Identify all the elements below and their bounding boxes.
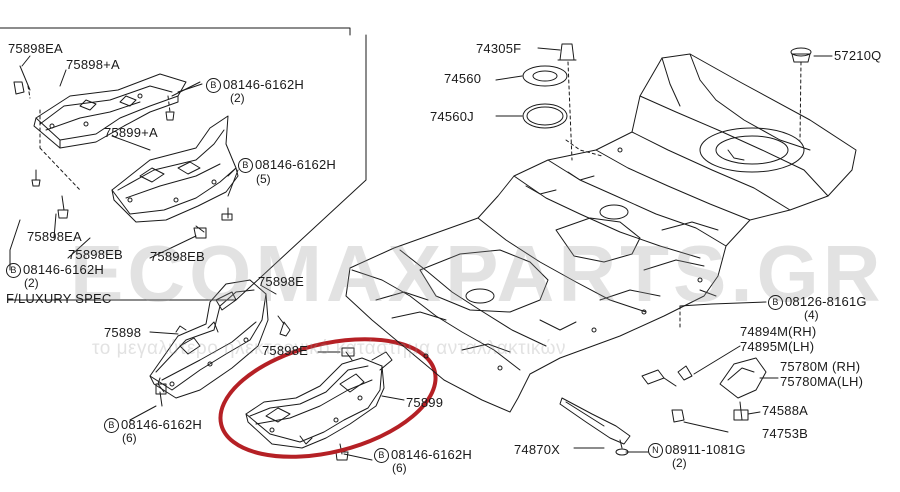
part-label-75898ea-top[interactable]: 75898EA <box>8 41 63 56</box>
undercover-75899-drawing <box>245 351 393 449</box>
part-label-74895m[interactable]: 74895M(LH) <box>740 339 815 354</box>
part-label-74588a[interactable]: 74588A <box>762 403 809 418</box>
bolt-qty-2: (5) <box>256 172 271 186</box>
part-label-74560j[interactable]: 74560J <box>430 109 474 124</box>
floor-pan-drawing <box>345 53 857 413</box>
part-label-74560[interactable]: 74560 <box>444 71 482 86</box>
bolt-symbol-icon: B <box>104 418 119 433</box>
nut-symbol-icon: N <box>648 443 663 458</box>
part-label-75898e-2[interactable]: 75898E <box>262 343 309 358</box>
part-label-75780ma[interactable]: 75780MA(LH) <box>780 374 864 389</box>
part-number: 08146-6162H <box>23 262 104 277</box>
part-number: 08146-6162H <box>223 77 304 92</box>
bolt-qty-4: (6) <box>122 431 137 445</box>
spec-label-fluxury: F/LUXURY SPEC <box>6 291 112 306</box>
watermark-tagline: το μεγαλύτερο ηλεκτρονικό κατάστημα αντα… <box>92 338 567 359</box>
fluxury-box-top <box>0 27 351 36</box>
part-number: 08126-8161G <box>785 294 867 309</box>
part-label-75898[interactable]: 75898 <box>104 325 142 340</box>
plug-57210q-drawing <box>790 47 812 141</box>
part-label-75899[interactable]: 75899 <box>406 395 444 410</box>
part-label-57210q[interactable]: 57210Q <box>834 48 882 63</box>
right-brackets-drawing <box>559 305 767 456</box>
nut-qty: (2) <box>672 456 687 470</box>
part-label-75780m[interactable]: 75780M (RH) <box>780 359 861 374</box>
bolt-symbol-icon: B <box>768 295 783 310</box>
part-number: 08146-6162H <box>255 157 336 172</box>
part-label-75898ea-left[interactable]: 75898EA <box>27 229 82 244</box>
part-label-74870x[interactable]: 74870X <box>514 442 561 457</box>
bolt-symbol-icon: B <box>238 158 253 173</box>
part-label-75898e-1[interactable]: 75898E <box>258 274 305 289</box>
bolt-symbol-icon: B <box>6 263 21 278</box>
part-number: 08146-6162H <box>391 447 472 462</box>
fluxury-box-border <box>7 34 367 301</box>
undercover-75898a-drawing <box>13 65 201 191</box>
highlight-ellipse <box>218 337 438 459</box>
bolt-symbol-icon: B <box>206 78 221 93</box>
bolt-qty-6: (4) <box>804 308 819 322</box>
mount-parts-drawing <box>522 43 603 161</box>
part-label-75898eb-1[interactable]: 75898EB <box>68 247 123 262</box>
part-label-74305f[interactable]: 74305F <box>476 41 522 56</box>
watermark-logo: ECOMAXPARTS.GR <box>70 229 885 318</box>
bolt-symbol-icon: B <box>374 448 389 463</box>
bolt-qty-5: (6) <box>392 461 407 475</box>
part-label-74753b[interactable]: 74753B <box>762 426 809 441</box>
undercover-75899a-drawing <box>31 115 239 239</box>
part-number: 08911-1081G <box>665 442 746 457</box>
part-label-75899a[interactable]: 75899+A <box>104 125 158 140</box>
bolt-qty-1: (2) <box>230 91 245 105</box>
part-label-75898a[interactable]: 75898+A <box>66 57 120 72</box>
bolt-qty-3: (2) <box>24 276 39 290</box>
part-label-74894m[interactable]: 74894M(RH) <box>740 324 817 339</box>
undercover-75898-drawing <box>149 279 269 399</box>
part-number: 08146-6162H <box>121 417 202 432</box>
part-label-75898eb-2[interactable]: 75898EB <box>150 249 205 264</box>
